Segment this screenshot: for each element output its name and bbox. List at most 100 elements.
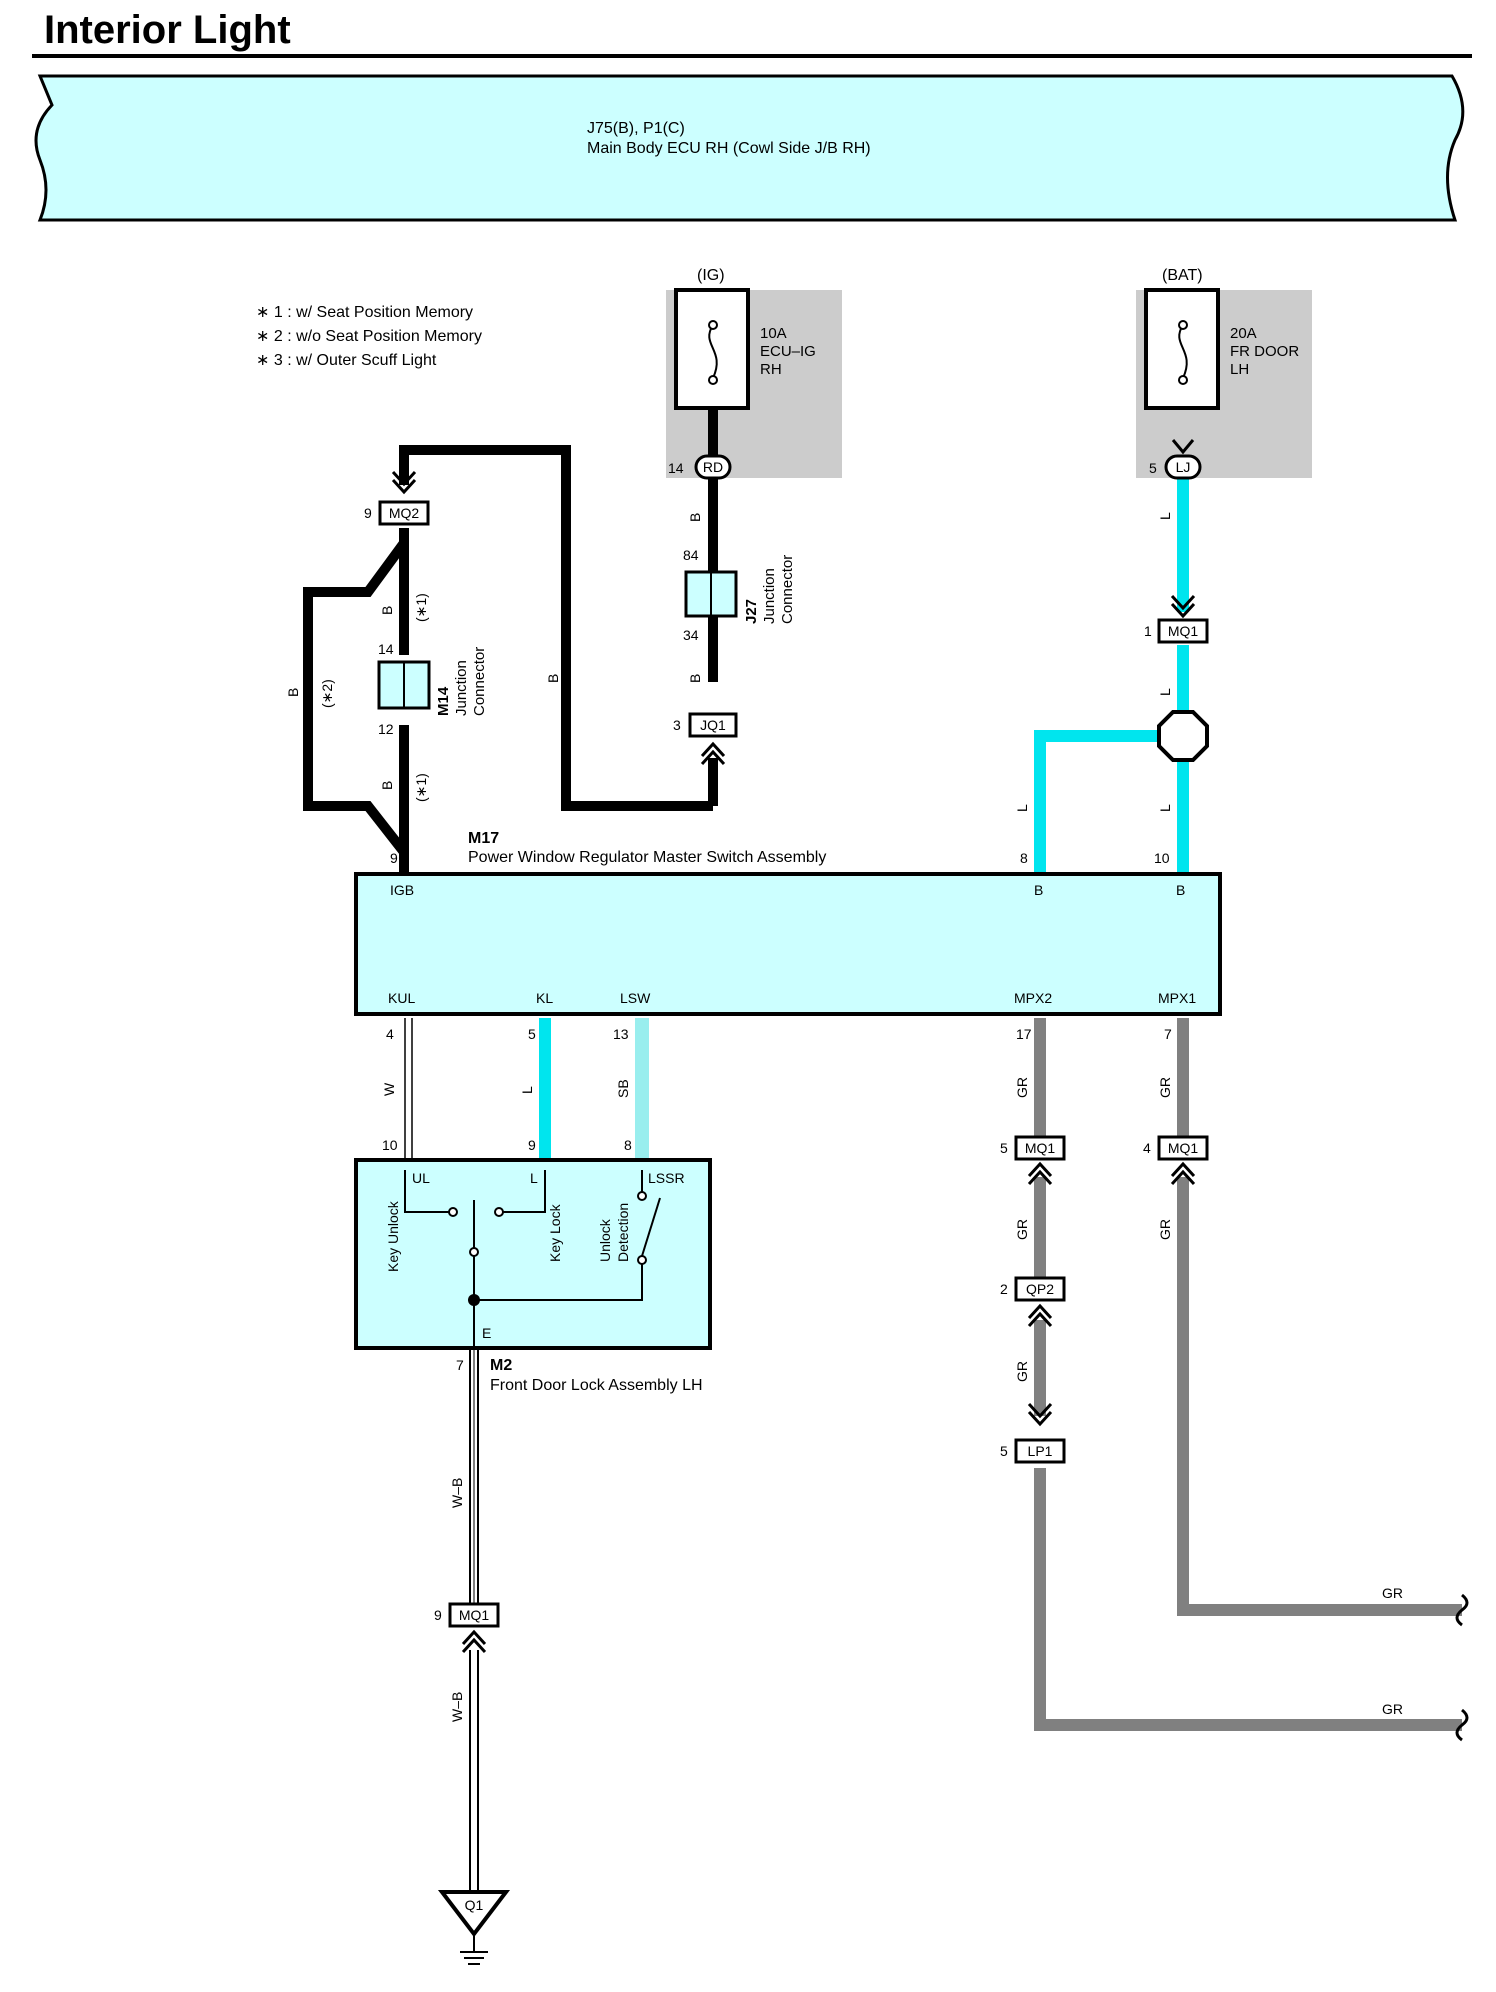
fuse-ig-icon	[674, 288, 750, 410]
m17-bottom-label-5: MPX1	[1158, 990, 1196, 1006]
svg-text:(∗1): (∗1)	[413, 593, 429, 622]
m14-pin-top: 14	[378, 641, 394, 657]
svg-text:W–B: W–B	[449, 1692, 465, 1722]
note-1: ∗ 1 : w/ Seat Position Memory	[256, 304, 473, 321]
svg-text:B: B	[687, 674, 703, 683]
m17-name: Power Window Regulator Master Switch Ass…	[468, 849, 826, 866]
lp1-pin: 5	[1000, 1443, 1008, 1459]
svg-text:GR: GR	[1157, 1219, 1173, 1240]
connector-rd	[694, 454, 732, 480]
jq1-pin: 3	[673, 717, 681, 733]
m14-name1: Junction	[453, 660, 470, 716]
svg-text:B: B	[687, 513, 703, 522]
inline-connector-qp2: QP2 2	[1000, 1276, 1066, 1328]
break-mark-2	[1455, 1708, 1469, 1742]
m17-bottom-pin-2: 5	[528, 1026, 536, 1042]
fuse-ig-element	[708, 324, 718, 379]
svg-text:L: L	[1157, 512, 1173, 520]
j27-pin-top: 84	[683, 547, 699, 563]
m2-ground-pin: 7	[456, 1357, 464, 1373]
m17-bottom-label-3: LSW	[620, 990, 651, 1006]
svg-text:SB: SB	[615, 1079, 631, 1098]
fuse-ig-name1: ECU–IG	[760, 343, 816, 360]
m17-bottom-pin-1: 4	[386, 1026, 394, 1042]
mq1-top-pin: 1	[1144, 623, 1152, 639]
m2-internal-switches	[404, 1170, 661, 1348]
inline-connector-mq1-top: MQ1 1	[1144, 594, 1209, 644]
fuse-bat-name2: LH	[1230, 361, 1249, 378]
m2-id: M2	[490, 1357, 512, 1374]
svg-text:W: W	[381, 1082, 397, 1096]
m17-top-label-3: B	[1176, 882, 1185, 898]
qp2-pin: 2	[1000, 1281, 1008, 1297]
ecu-ref: J75(B), P1(C)	[587, 120, 685, 137]
connector-lj	[1164, 454, 1202, 480]
j27-name2: Connector	[779, 555, 796, 624]
m2-label-3: LSSR	[648, 1170, 685, 1186]
ecu-name: Main Body ECU RH (Cowl Side J/B RH)	[587, 140, 871, 157]
note-3: ∗ 3 : w/ Outer Scuff Light	[256, 352, 437, 369]
m2-pin-2: 9	[528, 1137, 536, 1153]
lp1-label: LP1	[1028, 1443, 1053, 1459]
m2-switch-key-lock: Key Lock	[547, 1203, 563, 1262]
svg-text:GR: GR	[1382, 1701, 1403, 1717]
connector-rd-pin: 14	[668, 460, 684, 476]
fuse-ig-rating: 10A	[760, 325, 787, 342]
inline-connector-mq1-mpx1: MQ1 4	[1143, 1135, 1209, 1186]
svg-text:GR: GR	[1014, 1219, 1030, 1240]
qp2-label: QP2	[1026, 1281, 1054, 1297]
fuse-bat-source: (BAT)	[1162, 267, 1203, 284]
ground-q1-label: Q1	[465, 1897, 484, 1913]
svg-text:GR: GR	[1014, 1361, 1030, 1382]
splice-point	[1157, 710, 1209, 762]
jq1-label: JQ1	[700, 717, 726, 733]
m2-switch-unlock: Unlock	[597, 1218, 613, 1262]
mq1-ground-label: MQ1	[459, 1607, 490, 1623]
ground-q1-symbol	[437, 1890, 511, 1938]
svg-text:B: B	[545, 674, 561, 683]
m2-switch-key-unlock: Key Unlock	[385, 1200, 401, 1272]
m17-bottom-pin-5: 7	[1164, 1026, 1172, 1042]
m2-name: Front Door Lock Assembly LH	[490, 1377, 703, 1394]
fuse-bat-name1: FR DOOR	[1230, 343, 1299, 360]
m17-id: M17	[468, 830, 499, 847]
j27-name1: Junction	[761, 568, 778, 624]
m17-bottom-label-1: KUL	[388, 990, 415, 1006]
fuse-bat-element	[1178, 324, 1188, 379]
m2-pin-3: 8	[624, 1137, 632, 1153]
fuse-bat-rating: 20A	[1230, 325, 1257, 342]
m17-top-label-1: IGB	[390, 882, 414, 898]
ground-icon	[460, 1934, 488, 1965]
j27-id: J27	[743, 599, 760, 624]
break-mark-1	[1455, 1593, 1469, 1627]
svg-text:L: L	[1157, 688, 1173, 696]
fuse-ig-name2: RH	[760, 361, 782, 378]
m2-door-lock-box	[354, 1158, 712, 1350]
page-title: Interior Light	[44, 8, 291, 52]
mq2-label: MQ2	[389, 505, 420, 521]
svg-text:(∗1): (∗1)	[413, 773, 429, 802]
wires-black	[303, 408, 718, 872]
svg-text:B: B	[285, 688, 301, 697]
svg-text:GR: GR	[1014, 1077, 1030, 1098]
m2-label-1: UL	[412, 1170, 430, 1186]
m14-name2: Connector	[471, 647, 488, 716]
m17-top-pin-2: 8	[1020, 850, 1028, 866]
m2-switch-detection: Detection	[615, 1203, 631, 1262]
note-2: ∗ 2 : w/o Seat Position Memory	[256, 328, 482, 345]
mq1-ground-pin: 9	[434, 1607, 442, 1623]
m17-bottom-pin-3: 13	[613, 1026, 629, 1042]
m2-ground-label: E	[482, 1325, 491, 1341]
connector-rd-label: RD	[703, 459, 723, 475]
m2-pin-1: 10	[382, 1137, 398, 1153]
mq1-mpx1-pin: 4	[1143, 1140, 1151, 1156]
fuse-bat-icon	[1144, 288, 1220, 410]
m2-label-2: L	[530, 1170, 538, 1186]
svg-text:W–B: W–B	[449, 1478, 465, 1508]
m14-id: M14	[435, 686, 452, 716]
svg-text:B: B	[379, 606, 395, 615]
ecu-banner	[34, 74, 1465, 222]
m17-bottom-pin-4: 17	[1016, 1026, 1032, 1042]
m17-bottom-label-4: MPX2	[1014, 990, 1052, 1006]
